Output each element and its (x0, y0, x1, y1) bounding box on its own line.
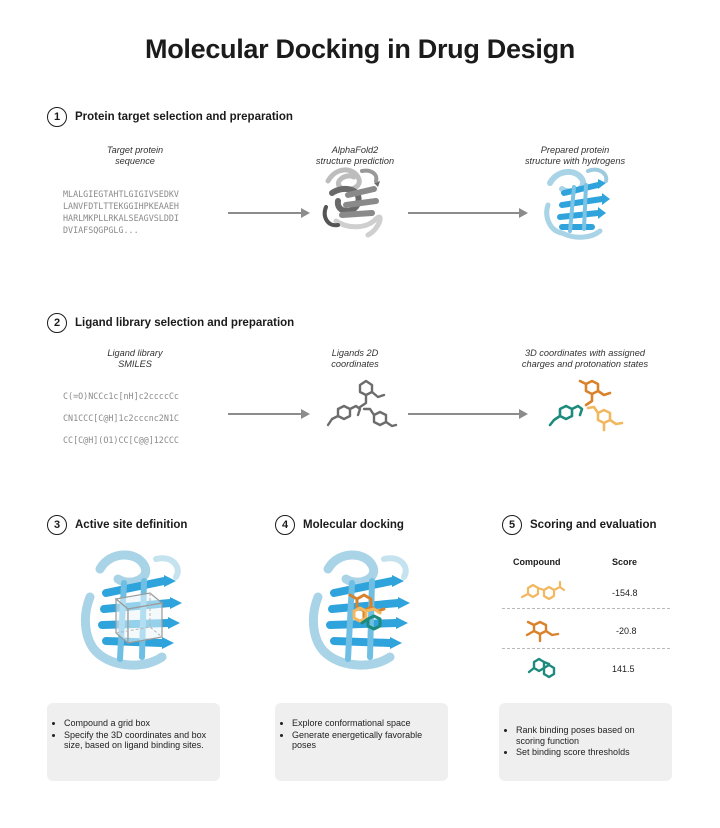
row-divider (502, 648, 670, 649)
prepared-protein-icon (544, 167, 610, 240)
library-caption: Ligand library SMILES (107, 348, 163, 369)
step-4-bullet: Explore conformational space (292, 718, 440, 729)
row-divider (502, 608, 670, 609)
smiles-list: C(=O)NCCc1c[nH]c2ccccCc CN1CCC[C@H]1c2cc… (63, 390, 179, 446)
prepared-caption: Prepared protein structure with hydrogen… (524, 145, 626, 166)
alphafold-caption: AlphaFold2 structure prediction (315, 145, 395, 166)
score-value: -20.8 (616, 626, 637, 636)
arrow-smiles-to-2d (228, 409, 310, 419)
score-column-header: Score (612, 557, 638, 567)
coords2d-caption: Ligands 2D coordinates (331, 348, 379, 369)
step-4-header: 4 Molecular docking (275, 515, 404, 535)
step-3-header: 3 Active site definition (47, 515, 187, 535)
step-1-title: Protein target selection and preparation (75, 111, 293, 123)
compound-icon (525, 620, 560, 643)
docked-protein-icon (308, 550, 410, 670)
step-5-title: Scoring and evaluation (530, 519, 657, 531)
step-4-notes: Explore conformational space Generate en… (275, 703, 448, 781)
sequence-line: MLALGIEGTAHTLGIGIVSEDKV (63, 189, 179, 199)
compound-icon (520, 580, 566, 601)
alphafold-protein-icon (322, 167, 383, 238)
page-title: Molecular Docking in Drug Design (145, 34, 575, 64)
step-4-title: Molecular docking (303, 519, 404, 531)
compound-column-header: Compound (513, 557, 561, 567)
step-1-number: 1 (47, 107, 67, 127)
step-3-bullet: Compound a grid box (64, 718, 212, 729)
step-2-title: Ligand library selection and preparation (75, 317, 295, 329)
step-3-number: 3 (47, 515, 67, 535)
step-5-number: 5 (502, 515, 522, 535)
step-1-header: 1 Protein target selection and preparati… (47, 107, 293, 127)
protein-sequence: MLALGIEGTAHTLGIGIVSEDKV LANVFDTLTTEKGGIH… (63, 188, 179, 236)
sequence-line: LANVFDTLTTEKGGIHPKEAAEH (63, 201, 179, 211)
step-3-title: Active site definition (75, 519, 188, 531)
compound-icon (527, 657, 556, 679)
step-3-bullet: Specify the 3D coordinates and box size,… (64, 730, 212, 751)
ligand-2d-icon (326, 379, 398, 428)
step-3-notes: Compound a grid box Specify the 3D coord… (47, 703, 220, 781)
arrow-structure-to-prepared (408, 208, 528, 218)
step-2-number: 2 (47, 313, 67, 333)
step-5-notes: Rank binding poses based on scoring func… (499, 703, 672, 781)
step-4-bullet: Generate energetically favorable poses (292, 730, 440, 751)
step-5-bullet: Rank binding poses based on scoring func… (516, 725, 664, 746)
step-2-header: 2 Ligand library selection and preparati… (47, 313, 294, 333)
score-value: 141.5 (612, 664, 635, 674)
ligand-3d-icon (548, 379, 624, 432)
arrow-2d-to-3d (408, 409, 528, 419)
arrow-sequence-to-structure (228, 208, 310, 218)
score-value: -154.8 (612, 588, 638, 598)
sequence-caption: Target protein sequence (106, 145, 164, 166)
sequence-line: DVIAFSQGPGLG... (63, 225, 139, 235)
coords3d-caption: 3D coordinates with assigned charges and… (521, 348, 649, 369)
smiles-line: CC[C@H](O1)CC[C@@]12CCC (63, 435, 179, 445)
step-5-bullet: Set binding score thresholds (516, 747, 664, 758)
grid-box-protein-icon (80, 550, 182, 670)
step-4-number: 4 (275, 515, 295, 535)
smiles-line: CN1CCC[C@H]1c2cccnc2N1C (63, 413, 179, 423)
smiles-line: C(=O)NCCc1c[nH]c2ccccCc (63, 391, 179, 401)
step-5-header: 5 Scoring and evaluation (502, 515, 657, 535)
sequence-line: HARLMKPLLRKALSEAGVSLDDI (63, 213, 179, 223)
